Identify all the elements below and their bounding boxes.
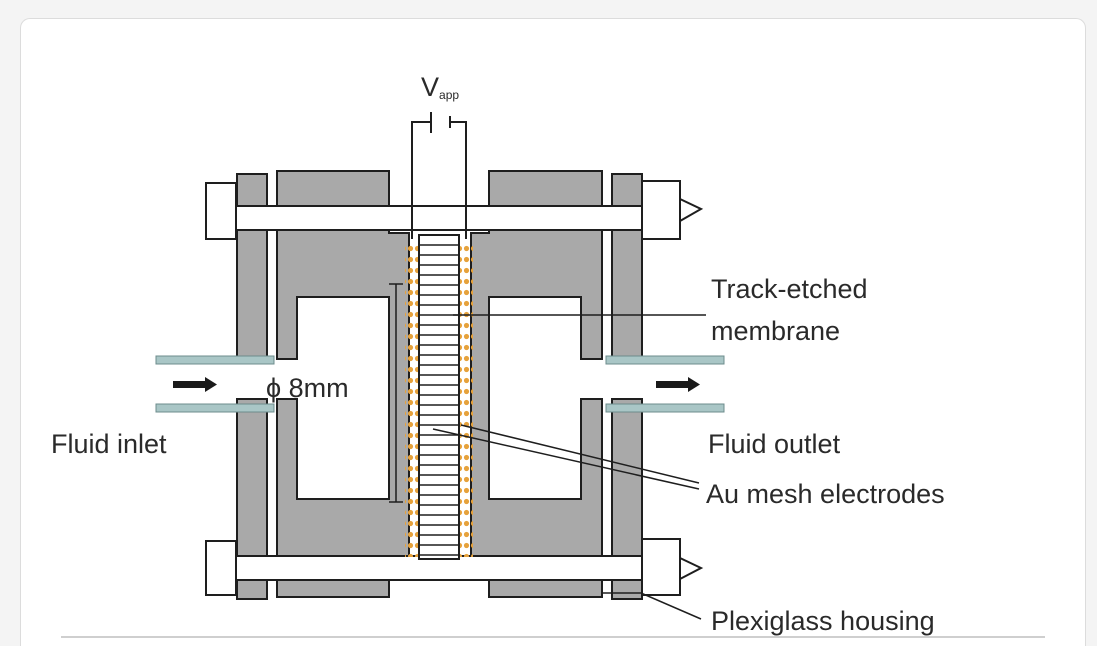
track-etched-membrane [418, 234, 460, 560]
figure-card: Vapp ϕ 8mm Track-etched membrane Fluid i… [20, 18, 1086, 646]
outlet-tubes [605, 355, 725, 413]
left-electrode [405, 245, 419, 557]
right-clamp-plate [611, 173, 643, 359]
inlet-arrow [173, 377, 217, 392]
left-clamp-plate [236, 173, 268, 359]
right-electrode [459, 245, 473, 557]
right-housing-block [470, 170, 603, 598]
top-bolt [205, 180, 704, 240]
diameter-label: ϕ 8mm [266, 373, 349, 403]
membrane-label-line2: membrane [711, 316, 840, 346]
outlet-arrow [656, 377, 700, 392]
inlet-tubes [155, 355, 275, 413]
membrane-label-line1: Track-etched [711, 274, 868, 304]
left-housing-block [276, 170, 410, 598]
housing-label: Plexiglass housing [711, 606, 935, 636]
electrodes-label: Au mesh electrodes [706, 479, 945, 509]
fluid-outlet-label: Fluid outlet [708, 429, 841, 459]
cell-diagram: Vapp ϕ 8mm Track-etched membrane Fluid i… [51, 72, 1045, 638]
voltage-label: Vapp [421, 72, 459, 102]
diameter-indicator [389, 283, 403, 503]
leader-lines [432, 314, 706, 620]
voltage-source [411, 112, 467, 239]
fluid-inlet-label: Fluid inlet [51, 429, 167, 459]
membrane-pores [420, 244, 458, 556]
membrane-stack [405, 234, 473, 560]
